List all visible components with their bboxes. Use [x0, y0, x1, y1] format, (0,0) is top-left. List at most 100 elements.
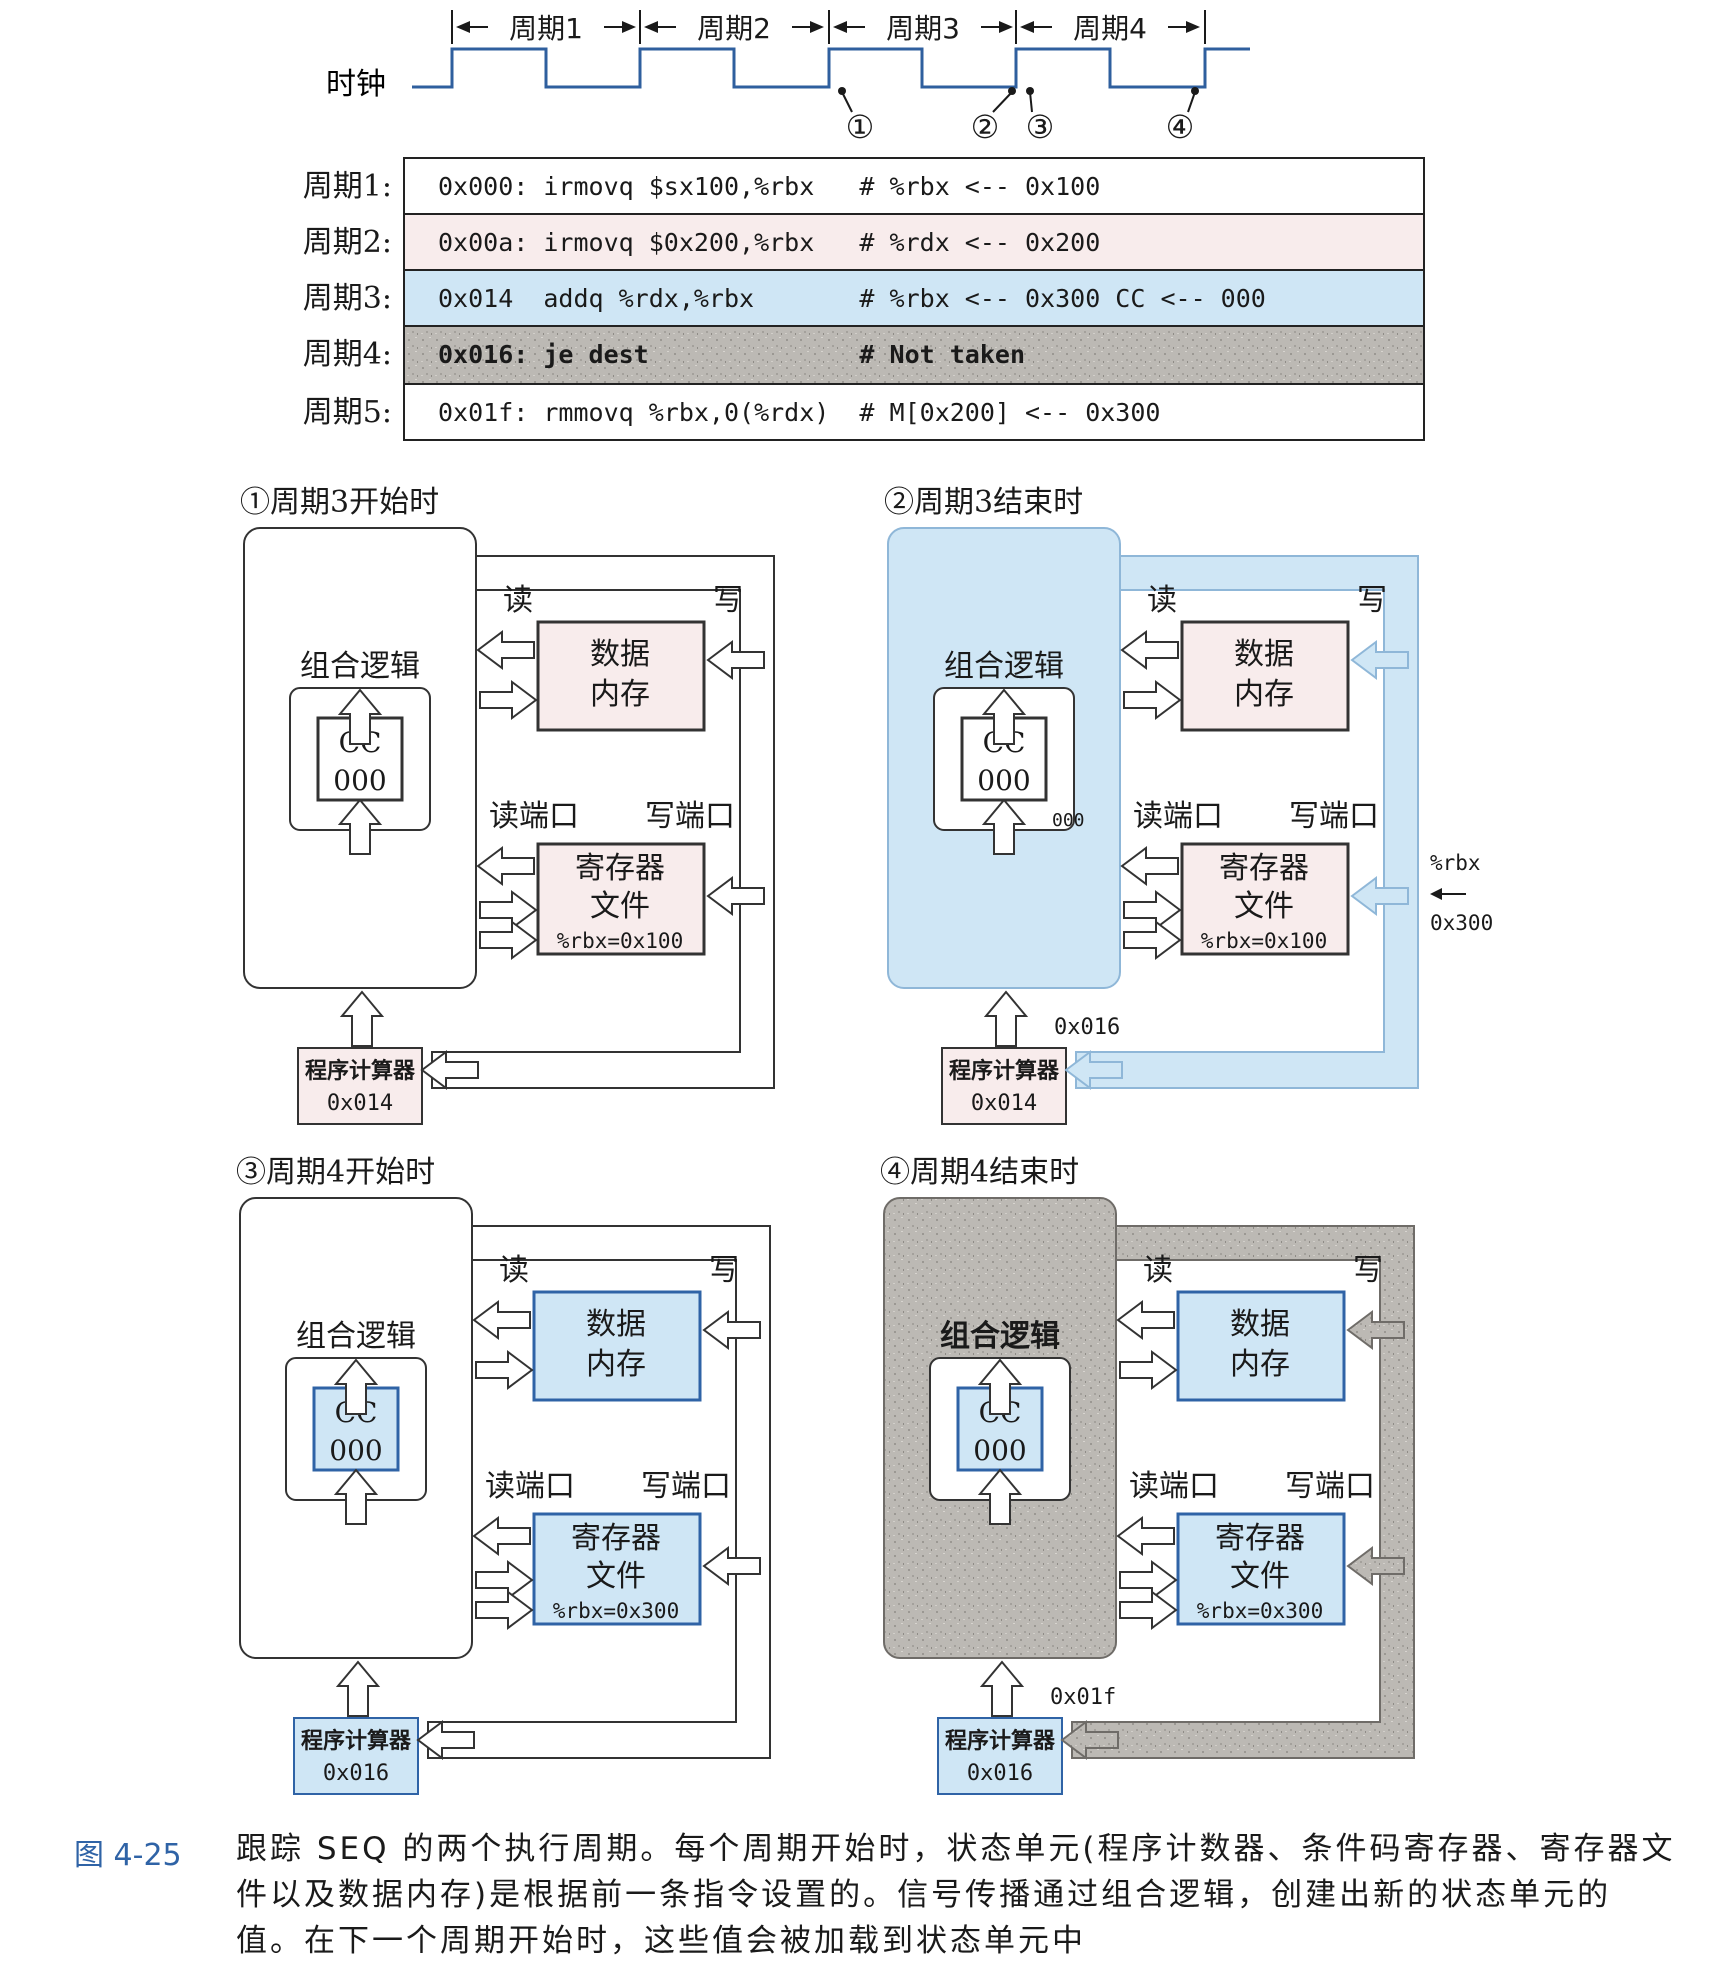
cycle-span-arrowhead — [1020, 21, 1034, 33]
data-memory-box — [1180, 620, 1350, 732]
cc-input-arrow — [977, 1468, 1023, 1525]
marker-pointer-tip — [1191, 87, 1199, 95]
regfile-addr-arrow — [1123, 890, 1182, 930]
data-memory-label: 数据 — [586, 1307, 646, 1342]
data-memory-box — [1176, 1290, 1346, 1402]
state-panel: ①周期3开始时组合逻辑CC000读写数据内存读端口写端口寄存器文件%rbx=0x… — [240, 485, 775, 1125]
regfile-read-arrow — [1120, 846, 1179, 886]
cc-value: 000 — [333, 764, 386, 797]
register-file-label: 文件 — [586, 1559, 646, 1594]
instruction-code: 0x01f: rmmovq %rbx,0(%rdx) # M[0x200] <-… — [438, 398, 1160, 427]
instruction-code: 0x014 addq %rdx,%rbx # %rbx <-- 0x300 CC… — [438, 284, 1266, 313]
program-counter-box — [297, 1047, 423, 1125]
memory-read-arrow — [1116, 1300, 1175, 1340]
data-memory-label: 内存 — [586, 1347, 646, 1382]
register-file-label: 寄存器 — [1215, 1521, 1305, 1556]
data-memory-label: 内存 — [590, 677, 650, 712]
memory-data-in-arrow — [479, 680, 538, 720]
cycle-span-arrowhead — [1186, 21, 1200, 33]
data-memory-label: 数据 — [590, 637, 650, 672]
program-counter-value: 0x014 — [327, 1091, 393, 1116]
regfile-write-arrow — [1346, 1546, 1405, 1586]
cc-output-arrow — [977, 1358, 1023, 1415]
instruction-row — [403, 157, 1425, 215]
regfile-read-arrow — [1116, 1516, 1175, 1556]
regfile-read-port-label: 读端口 — [1133, 799, 1223, 834]
register-file-label: 寄存器 — [571, 1521, 661, 1556]
pc-update-arrow — [420, 1050, 479, 1090]
instruction-cycle-label: 周期5: — [303, 395, 392, 430]
figure-caption: 图 4-25 跟踪 SEQ 的两个执行周期。每个周期开始时，状态单元(程序计数器… — [74, 1826, 1674, 1976]
register-file-box — [1176, 1512, 1346, 1626]
cycle-span-arrowhead — [456, 21, 470, 33]
state-panel: ③周期4开始时组合逻辑CC000读写数据内存读端口写端口寄存器文件%rbx=0x… — [236, 1155, 771, 1795]
cycle-span-arrowhead — [833, 21, 847, 33]
pc-output-arrow — [335, 1660, 381, 1717]
regfile-write-arrow — [706, 876, 765, 916]
register-file-box — [532, 1512, 702, 1626]
data-memory-label: 数据 — [1230, 1307, 1290, 1342]
combinational-logic-label: 组合逻辑 — [940, 1319, 1060, 1354]
pc-update-arrow — [416, 1720, 475, 1760]
instruction-row — [403, 269, 1425, 327]
writeback-pointer-head — [1430, 888, 1442, 900]
cycle-span-arrowhead — [622, 21, 636, 33]
caption-number: 图 4-25 — [74, 1838, 182, 1873]
regfile-write-arrow — [1350, 876, 1409, 916]
register-file-box — [536, 842, 706, 956]
pc-next-value: 0x016 — [1054, 1015, 1120, 1040]
combinational-logic-label: 组合逻辑 — [300, 649, 420, 684]
cycle-ticks — [451, 10, 1206, 44]
instruction-cycle-label: 周期4: — [303, 337, 392, 372]
clock-marker: ④ — [1166, 108, 1195, 146]
cycle-label: 周期4 — [1073, 12, 1147, 45]
regfile-addr-arrow — [479, 890, 538, 930]
cc-value: 000 — [329, 1434, 382, 1467]
memory-read-arrow — [472, 1300, 531, 1340]
register-value: %rbx=0x300 — [553, 1599, 679, 1623]
regfile-addr-arrow — [479, 920, 538, 960]
marker-pointer — [841, 91, 853, 113]
regfile-addr-arrow — [475, 1560, 534, 1600]
program-counter-value: 0x014 — [971, 1091, 1037, 1116]
combinational-logic-label: 组合逻辑 — [944, 649, 1064, 684]
panel-title: ③周期4开始时 — [236, 1155, 435, 1190]
memory-data-in-arrow — [1119, 1350, 1178, 1390]
program-counter-label: 程序计算器 — [305, 1058, 416, 1084]
marker-pointer-tip — [1008, 87, 1016, 95]
marker-pointer-tip — [838, 87, 846, 95]
state-panel: ④周期4结束时组合逻辑CC000读写数据内存读端口写端口寄存器文件%rbx=0x… — [880, 1155, 1415, 1795]
register-file-label: 寄存器 — [1219, 851, 1309, 886]
memory-read-arrow — [1120, 630, 1179, 670]
cc-new-value: 000 — [1052, 810, 1085, 831]
panel-title: ④周期4结束时 — [880, 1155, 1079, 1190]
marker-pointer-tip — [1026, 87, 1034, 95]
regfile-read-port-label: 读端口 — [1129, 1469, 1219, 1504]
panel-title: ①周期3开始时 — [240, 485, 439, 520]
cc-value: 000 — [977, 764, 1030, 797]
regfile-write-port-label: 写端口 — [641, 1469, 731, 1504]
memory-read-label: 读 — [499, 1253, 529, 1288]
cycle-label: 周期3 — [886, 12, 960, 45]
regfile-read-port-label: 读端口 — [489, 799, 579, 834]
cc-input-arrow — [333, 1468, 379, 1525]
cc-value: 000 — [973, 1434, 1026, 1467]
register-value: %rbx=0x300 — [1197, 1599, 1323, 1623]
regfile-read-arrow — [476, 846, 535, 886]
instruction-code: 0x016: je dest # Not taken — [438, 340, 1025, 369]
memory-write-arrow — [1346, 1310, 1405, 1350]
state-panel: ②周期3结束时组合逻辑CC000000读写数据内存读端口写端口寄存器文件%rbx… — [884, 485, 1493, 1125]
memory-write-label: 写 — [713, 583, 743, 618]
cc-input-arrow — [337, 798, 383, 855]
program-counter-label: 程序计算器 — [945, 1728, 1056, 1754]
memory-data-in-arrow — [475, 1350, 534, 1390]
cc-output-arrow — [333, 1358, 379, 1415]
pc-output-arrow — [979, 1660, 1025, 1717]
register-value: %rbx=0x100 — [557, 929, 683, 953]
cycle-label: 周期2 — [697, 12, 771, 45]
memory-data-in-arrow — [1123, 680, 1182, 720]
memory-read-arrow — [476, 630, 535, 670]
combinational-logic-label: 组合逻辑 — [296, 1319, 416, 1354]
feedback-bus — [1075, 555, 1419, 1089]
